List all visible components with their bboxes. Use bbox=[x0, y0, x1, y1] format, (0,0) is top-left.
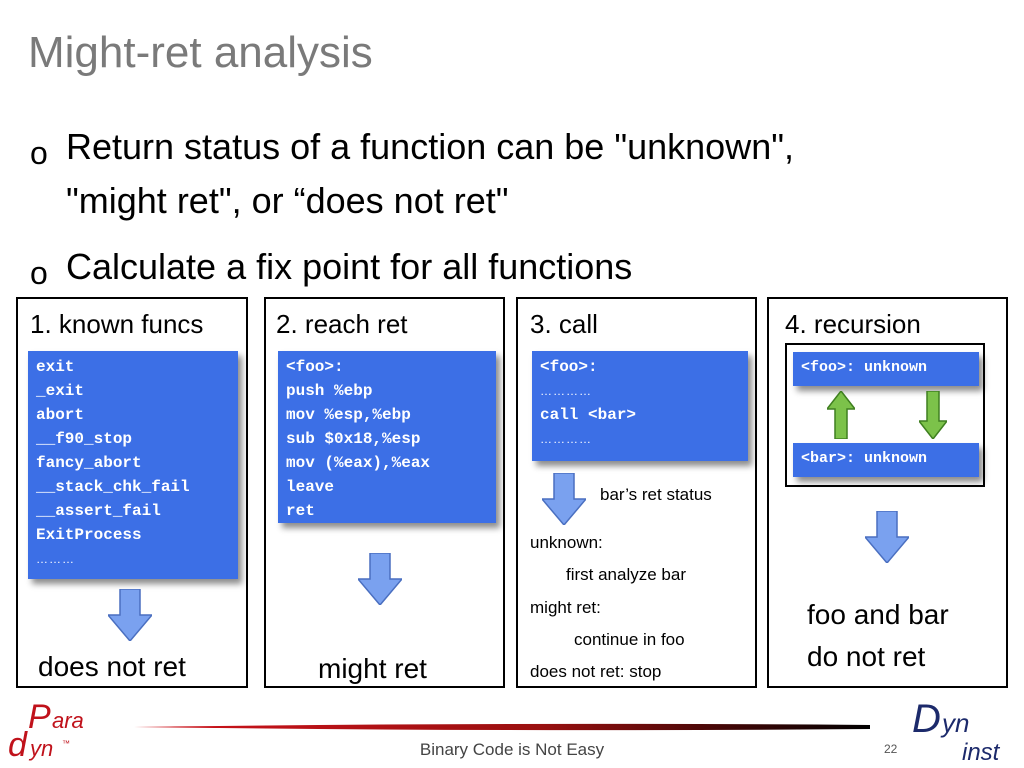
panel-reach-ret: 2. reach ret <foo>: push %ebp mov %esp,%… bbox=[264, 297, 505, 688]
code-line: ExitProcess bbox=[36, 526, 142, 544]
panel-result: does not ret bbox=[38, 651, 186, 682]
code-line: <foo>: unknown bbox=[801, 359, 928, 376]
panel-result-line: foo and bar bbox=[807, 599, 949, 630]
up-arrow-icon bbox=[827, 391, 855, 439]
case-label: unknown: bbox=[530, 533, 603, 552]
code-line: _exit bbox=[36, 382, 85, 400]
panel-title: 1. known funcs bbox=[30, 309, 204, 339]
code-block: <foo>: push %ebp mov %esp,%ebp sub $0x18… bbox=[278, 351, 496, 523]
code-line: push %ebp bbox=[286, 382, 373, 400]
code-line: mov (%eax),%eax bbox=[286, 454, 431, 472]
code-line: sub $0x18,%esp bbox=[286, 430, 421, 448]
code-line: ………… bbox=[540, 432, 592, 446]
case-action: continue in foo bbox=[574, 630, 685, 649]
dyninst-logo: D yn inst bbox=[912, 697, 1001, 766]
code-block: <foo>: ………… call <bar> ………… bbox=[532, 351, 748, 461]
case-label: does not ret: stop bbox=[530, 662, 662, 681]
foo-status-box: <foo>: unknown bbox=[793, 352, 979, 386]
panel-call: 3. call <foo>: ………… call <bar> ………… bar’… bbox=[516, 297, 757, 688]
case-action: first analyze bar bbox=[566, 565, 686, 584]
down-arrow-icon bbox=[919, 391, 947, 439]
down-arrow-icon bbox=[542, 473, 586, 525]
panel-known-funcs: 1. known funcs exit _exit abort __f90_st… bbox=[16, 297, 248, 688]
svg-text:ara: ara bbox=[52, 708, 84, 733]
case-label: might ret: bbox=[530, 598, 601, 617]
bullet-marker: o bbox=[30, 255, 48, 291]
bullet-1-line-2: "might ret", or “does not ret" bbox=[66, 180, 509, 221]
panel-result-line: do not ret bbox=[807, 641, 926, 672]
code-line: call <bar> bbox=[540, 406, 637, 424]
svg-text:inst: inst bbox=[962, 739, 1001, 766]
svg-text:yn: yn bbox=[28, 736, 53, 761]
panel-title: 4. recursion bbox=[785, 309, 921, 339]
code-line: ……… bbox=[36, 552, 75, 566]
page-number: 22 bbox=[884, 742, 898, 756]
bullet-2-line-1: Calculate a fix point for all functions bbox=[66, 246, 633, 287]
code-line: <foo>: bbox=[540, 358, 598, 376]
code-line: __assert_fail bbox=[36, 502, 161, 520]
panel-result: might ret bbox=[318, 653, 427, 684]
code-line: <foo>: bbox=[286, 358, 344, 376]
code-line: <bar>: unknown bbox=[801, 450, 928, 467]
svg-text:d: d bbox=[8, 726, 28, 764]
slide-title: Might-ret analysis bbox=[28, 28, 373, 77]
code-line: exit bbox=[36, 358, 75, 376]
down-arrow-icon bbox=[358, 553, 402, 605]
svg-text:P: P bbox=[28, 698, 51, 736]
code-block: exit _exit abort __f90_stop fancy_abort … bbox=[28, 351, 238, 579]
bar-status-box: <bar>: unknown bbox=[793, 443, 979, 477]
panel-title: 2. reach ret bbox=[276, 309, 408, 339]
footer-text: Binary Code is Not Easy bbox=[419, 740, 605, 759]
panel-recursion: 4. recursion <foo>: unknown <bar>: unkno… bbox=[767, 297, 1008, 688]
code-line: __f90_stop bbox=[36, 430, 133, 448]
paradyn-logo: P ara d yn ™ bbox=[8, 698, 84, 764]
svg-text:yn: yn bbox=[940, 708, 969, 738]
code-line: __stack_chk_fail bbox=[36, 478, 190, 496]
recursion-box bbox=[785, 343, 985, 487]
code-line: abort bbox=[36, 406, 85, 424]
code-line: ret bbox=[286, 502, 315, 520]
down-arrow-icon bbox=[865, 511, 909, 563]
code-line: mov %esp,%ebp bbox=[286, 406, 411, 424]
code-line: fancy_abort bbox=[36, 454, 142, 472]
down-arrow-icon bbox=[108, 589, 152, 641]
footer-divider bbox=[134, 723, 870, 731]
bar-ret-status-note: bar’s ret status bbox=[600, 485, 712, 504]
svg-text:D: D bbox=[912, 697, 941, 741]
code-line: ………… bbox=[540, 384, 592, 398]
bullet-marker: o bbox=[30, 135, 48, 171]
bullet-1-line-1: Return status of a function can be "unkn… bbox=[66, 126, 794, 167]
svg-text:™: ™ bbox=[62, 739, 70, 748]
panel-title: 3. call bbox=[530, 309, 598, 339]
code-line: leave bbox=[286, 478, 335, 496]
